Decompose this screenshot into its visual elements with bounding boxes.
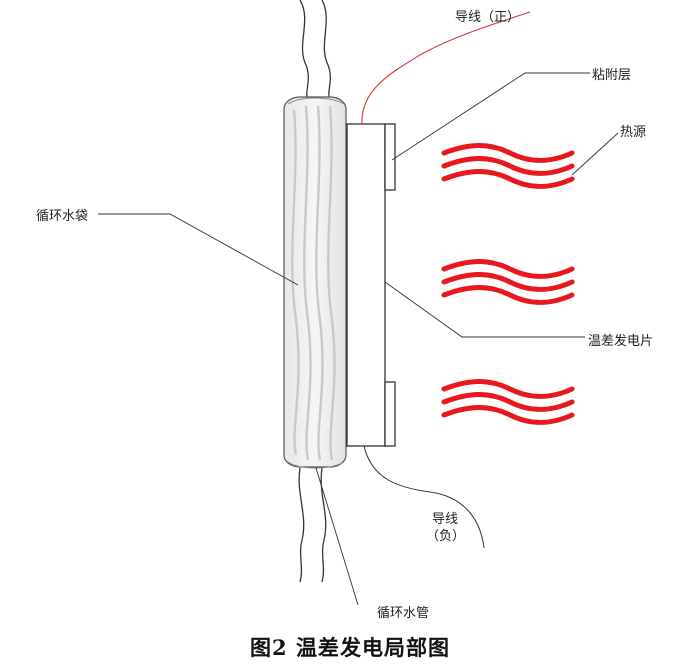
water-pipe-bottom bbox=[298, 467, 327, 583]
label-wire-positive: 导线（正） bbox=[455, 10, 521, 25]
teg-chip bbox=[346, 123, 386, 447]
label-water-pipe: 循环水管 bbox=[377, 606, 430, 621]
label-wire-negative-sign: （负） bbox=[426, 529, 466, 544]
water-bag bbox=[283, 96, 347, 469]
label-heat-source: 热源 bbox=[620, 125, 647, 140]
label-adhesive-layer: 粘附层 bbox=[592, 68, 632, 83]
adhesive-layer-top bbox=[384, 123, 396, 191]
heat-source-waves bbox=[441, 143, 575, 425]
label-teg: 温差发电片 bbox=[588, 334, 654, 349]
water-pipe-top bbox=[299, 0, 331, 101]
figure-caption: 图2 温差发电局部图 bbox=[250, 635, 450, 660]
leader-lines bbox=[98, 72, 619, 606]
adhesive-layer-bottom bbox=[384, 381, 396, 447]
wire-negative bbox=[363, 445, 485, 549]
label-water-bag: 循环水袋 bbox=[36, 209, 89, 224]
wire-positive bbox=[361, 11, 531, 125]
label-wire-negative: 导线 bbox=[432, 512, 459, 527]
